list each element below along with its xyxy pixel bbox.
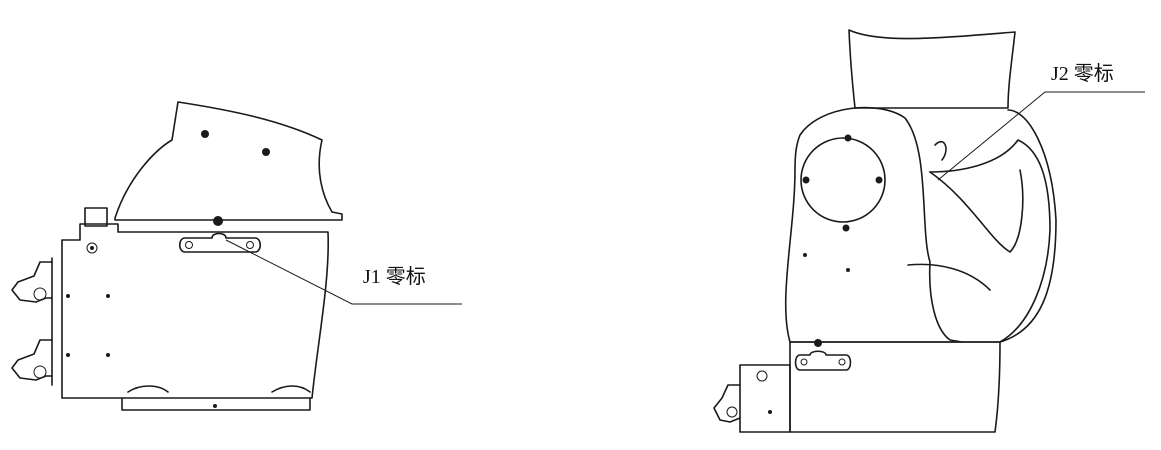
- j1-leader-line: [225, 239, 462, 305]
- j1-robot-base-drawing: [11, 101, 343, 411]
- j2-leader-line: [937, 91, 1145, 181]
- j1-zero-mark-label: J1 零标: [363, 265, 426, 288]
- j2-robot-arm-drawing: [713, 29, 1057, 433]
- j2-zero-mark-label: J2 零标: [1051, 62, 1114, 85]
